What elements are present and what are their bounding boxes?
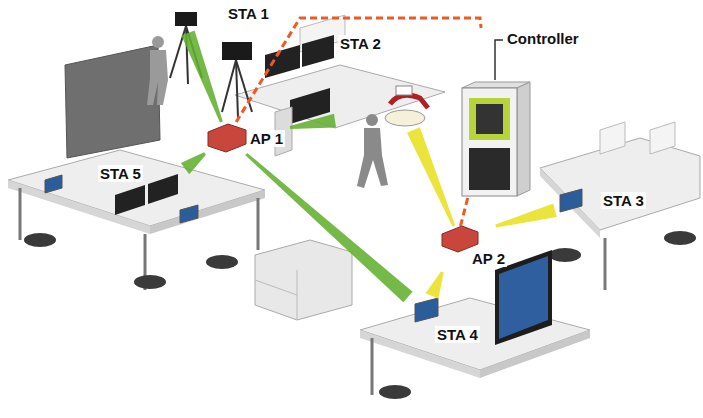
leader-line: [495, 40, 503, 80]
desk-leg: [19, 188, 22, 240]
desk: [360, 298, 590, 370]
access-point: [208, 124, 246, 152]
monitor: [302, 35, 334, 67]
desk-edge: [540, 168, 600, 238]
device-label: STA 4: [435, 326, 480, 343]
chair: [134, 275, 166, 289]
chair: [549, 248, 581, 262]
monitor: [148, 174, 178, 204]
person: [147, 50, 168, 105]
station-node: STA 5: [95, 160, 185, 220]
chair: [379, 385, 411, 399]
device-label: STA 5: [98, 165, 143, 182]
desk-leg: [604, 238, 607, 290]
tripod-leg: [222, 60, 236, 112]
robot-arm: [390, 95, 428, 108]
station-node: STA 3: [555, 188, 665, 223]
access-point-node: AP 2: [440, 226, 515, 272]
wireless-link: [181, 152, 206, 174]
desk-leg: [371, 338, 374, 395]
desk-edge: [8, 180, 150, 234]
wireless-link: [407, 127, 455, 226]
tripod-leg: [236, 60, 252, 112]
controller-cabinet: [462, 88, 517, 196]
camera: [175, 12, 197, 26]
desk: [540, 138, 700, 230]
station-node: STA 1: [165, 3, 283, 33]
wireless-link: [181, 31, 222, 123]
partition-panel: [65, 45, 160, 158]
desk-leg: [257, 198, 260, 250]
cabinet-window: [476, 104, 503, 134]
drawer-cabinet: [255, 240, 352, 320]
laptop: [180, 205, 198, 223]
wireless-link: [245, 153, 412, 302]
laptop: [560, 189, 582, 212]
access-point-node: AP 1: [205, 122, 290, 154]
camera: [222, 42, 252, 60]
desk: [8, 150, 265, 226]
station-node: STA 2: [335, 35, 435, 130]
device-label: STA 2: [338, 35, 383, 52]
chair-back: [650, 122, 675, 154]
laptop: [45, 175, 62, 193]
cabinet-side: [517, 82, 530, 196]
drawer-line: [255, 280, 297, 295]
wireless-link: [426, 271, 444, 298]
person-head: [152, 36, 164, 48]
robot-tool: [396, 86, 412, 95]
drawer-line: [297, 270, 298, 320]
cabinet-door: [469, 148, 510, 190]
device-label: STA 3: [601, 192, 646, 209]
chair-back: [600, 122, 625, 154]
monitor: [265, 45, 300, 78]
chair: [664, 231, 696, 245]
laptop: [415, 298, 438, 322]
controller-node: Controller: [455, 28, 590, 198]
device-label: AP 1: [248, 130, 285, 147]
cabinet-panel: [469, 98, 510, 140]
robot-base: [385, 110, 425, 126]
control-link: [236, 18, 481, 122]
wireless-link: [495, 204, 556, 228]
person: [357, 128, 388, 188]
tripod-leg: [170, 26, 186, 78]
tv-screen: [499, 256, 548, 339]
wireless-link: [290, 114, 336, 129]
access-point: [442, 226, 478, 252]
device-label: STA 1: [226, 5, 271, 22]
monitor: [115, 185, 145, 215]
device-label: AP 2: [470, 250, 507, 267]
chair: [24, 233, 56, 247]
station-node: STA 4: [408, 296, 498, 354]
device-label: Controller: [505, 30, 581, 47]
person-head: [366, 114, 378, 126]
control-link: [461, 198, 468, 226]
chair: [206, 255, 238, 269]
